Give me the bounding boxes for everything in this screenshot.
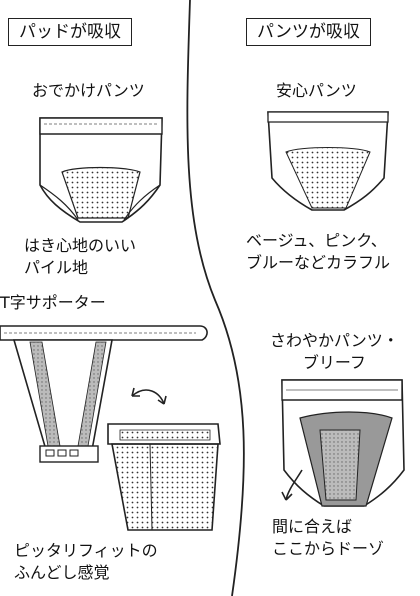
- right-section-header: パンツが吸収: [246, 18, 371, 46]
- briefs-title: さわやかパンツ・ ブリーフ: [270, 331, 399, 372]
- odekake-pants-note: はき心地のいい パイル地: [24, 236, 137, 277]
- anshin-pants-note: ベージュ、ピンク、 ブルーなどカラフル: [246, 231, 391, 272]
- t-supporter-title: T字サポーター: [0, 293, 106, 312]
- odekake-pants-title: おでかけパンツ: [32, 81, 145, 100]
- t-supporter-illustration: [0, 325, 208, 463]
- divider-line: [186, 0, 245, 596]
- t-supporter-note: ピッタリフィットの ふんどし感覚: [14, 541, 158, 582]
- double-arrow-icon: [131, 389, 165, 405]
- briefs-illustration: [281, 379, 405, 507]
- anshin-pants-title: 安心パンツ: [276, 81, 357, 100]
- briefs-note: 間に合えば ここからドーゾ: [272, 517, 385, 558]
- left-section-header: パッドが吸収: [8, 18, 132, 46]
- odekake-pants-illustration: [39, 117, 163, 223]
- folded-pad-illustration: [107, 423, 221, 531]
- anshin-pants-illustration: [267, 111, 389, 211]
